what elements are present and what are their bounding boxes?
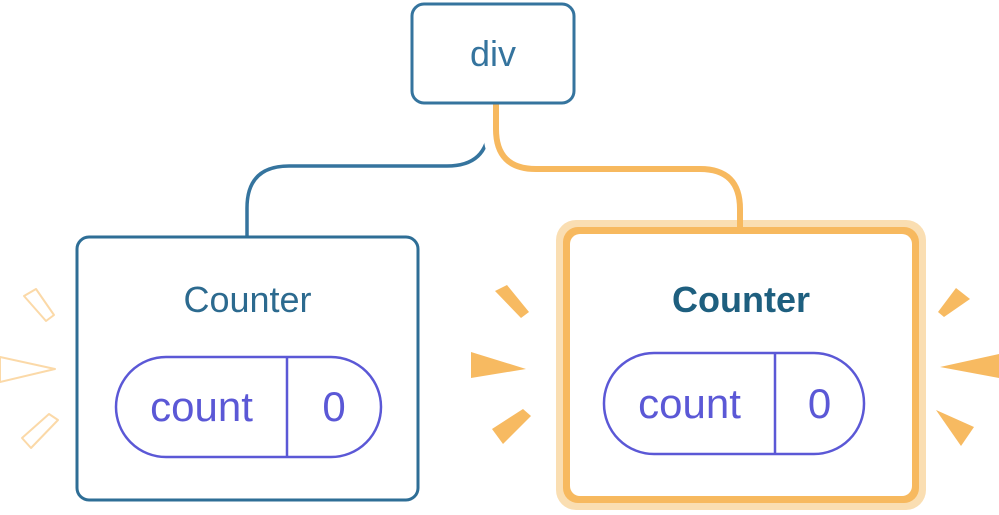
edge-root-to-right-counter xyxy=(493,103,743,234)
left-state-pill xyxy=(114,355,383,459)
spark-icon xyxy=(940,354,999,378)
right-counter-sparks-left xyxy=(471,285,531,444)
spark-icon xyxy=(495,285,529,318)
spark-icon xyxy=(936,410,974,446)
edge-root-to-right-counter-casing xyxy=(483,103,753,220)
edge-root-to-left-counter xyxy=(245,103,491,240)
left-counter-sparks-white xyxy=(0,288,59,449)
spark-icon xyxy=(23,288,55,322)
spark-icon xyxy=(0,356,56,383)
right-counter-box xyxy=(556,220,926,510)
spark-icon xyxy=(938,288,970,317)
spark-icon xyxy=(21,413,59,449)
spark-icon xyxy=(492,409,531,444)
spark-icon xyxy=(471,352,526,378)
left-state-pill-outline xyxy=(114,355,383,459)
right-state-pill xyxy=(602,351,866,456)
right-counter-sparks-right xyxy=(936,288,999,446)
right-counter-body xyxy=(570,234,912,496)
left-counter-box xyxy=(75,235,420,502)
right-state-pill-outline xyxy=(602,351,866,456)
root-node-box xyxy=(410,2,576,105)
